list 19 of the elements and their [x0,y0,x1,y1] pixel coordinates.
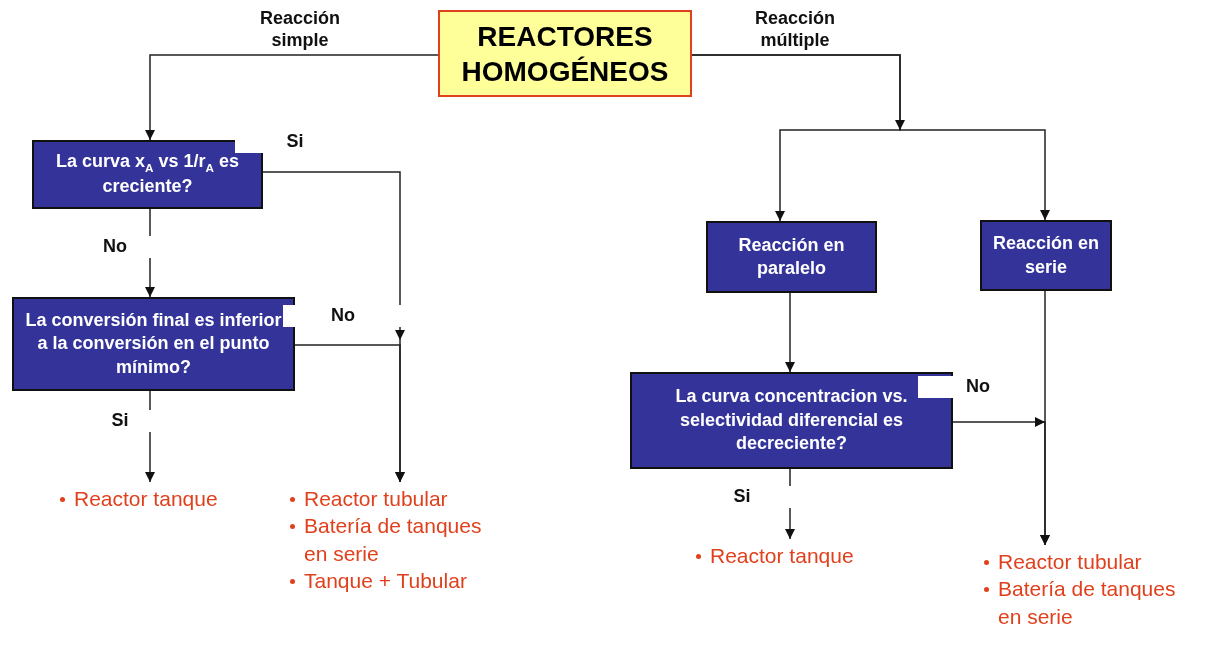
decision-box: La curva concentracion vs. selectividad diferencial es decreciente? [630,372,953,469]
arrow [1039,290,1051,546]
list-item: Batería de tanques en serie [982,575,1204,630]
edge-label: No [283,305,403,327]
arrow [691,54,1051,221]
arrow [784,292,796,373]
list-item: Batería de tanques en serie [288,512,510,567]
list-item: Tanque + Tubular [288,566,510,595]
list-item: Reactor tubular [288,485,510,513]
decision-box: La curva x$_{A}$ vs 1/r$_{A}$ es creciente? [32,140,263,209]
decision-box: Reacción en serie [980,220,1112,291]
list-item: Reactor tanque [58,485,258,513]
decision-box: La conversión final es inferior a la conversión en el punto mínimo? [12,297,295,391]
list-item: Reactor tanque [694,542,894,570]
arrow [144,54,439,141]
arrow [294,344,406,483]
decision-box: Reacción en paralelo [706,221,877,293]
title-box: REACTORES HOMOGÉNEOS [438,10,692,97]
list-item: Reactor tubular [982,548,1204,576]
